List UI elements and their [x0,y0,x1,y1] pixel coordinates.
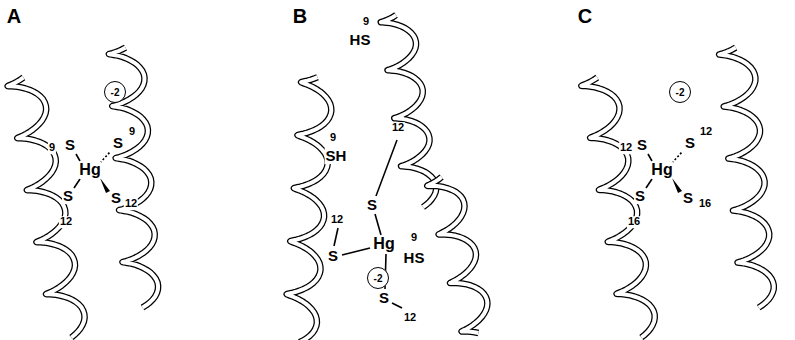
residue-number: 12 [699,126,713,138]
atom-label: S [378,290,390,306]
atom-label: Hg [650,162,673,179]
charge-label: -2 [111,87,120,98]
panel-letter: B [292,6,308,27]
charge-circle: -2 [367,267,389,289]
atom-label: S [64,137,76,153]
residue-number: 9 [128,126,136,138]
residue-number: 12 [619,142,633,154]
helix-ribbon-fill [381,15,436,207]
panel-letter: C [577,6,593,27]
helix-ribbon [8,78,85,338]
helix-ribbon-fill [109,48,158,308]
atom-label: S [366,197,378,213]
residue-number: 12 [391,122,405,134]
atom-label: S [110,190,122,206]
atom-label: S [684,135,696,151]
helix-ribbon [581,78,654,338]
atom-label: S [682,190,694,206]
helix-ribbon [427,177,487,333]
atom-label: S [327,248,339,264]
panel-letter: A [6,6,22,27]
helix-ribbon-fill [581,78,654,338]
helix-ribbon [109,48,158,308]
helix-ribbon [719,48,774,308]
helix-ribbon-fill [8,78,85,338]
atom-label: HS [403,250,426,266]
atom-label: HS [349,32,372,48]
helix-ribbon [381,15,436,207]
atom-label: S [62,188,74,204]
atom-label: S [112,135,124,151]
residue-number: 9 [410,232,418,244]
residue-number: 12 [403,312,417,324]
atom-label: S [634,188,646,204]
residue-number: 9 [362,16,370,28]
residue-number: 12 [330,214,344,226]
charge-circle: -2 [669,81,691,103]
charge-circle: -2 [104,81,126,103]
atom-label: Hg [78,162,101,179]
helix-ribbon-fill [427,177,487,333]
helix-ribbon-fill [287,77,332,340]
residue-number: 16 [698,198,712,210]
helix-ribbon [287,77,332,340]
charge-label: -2 [676,87,685,98]
residue-number: 9 [48,142,56,154]
helix-ribbon-fill [719,48,774,308]
charge-label: -2 [374,273,383,284]
residue-number: 12 [124,198,138,210]
atom-label: S [636,137,648,153]
residue-number: 9 [329,132,337,144]
atom-label: SH [325,148,348,164]
residue-number: 12 [59,216,73,228]
atom-label: Hg [372,236,395,253]
residue-number: 16 [627,216,641,228]
